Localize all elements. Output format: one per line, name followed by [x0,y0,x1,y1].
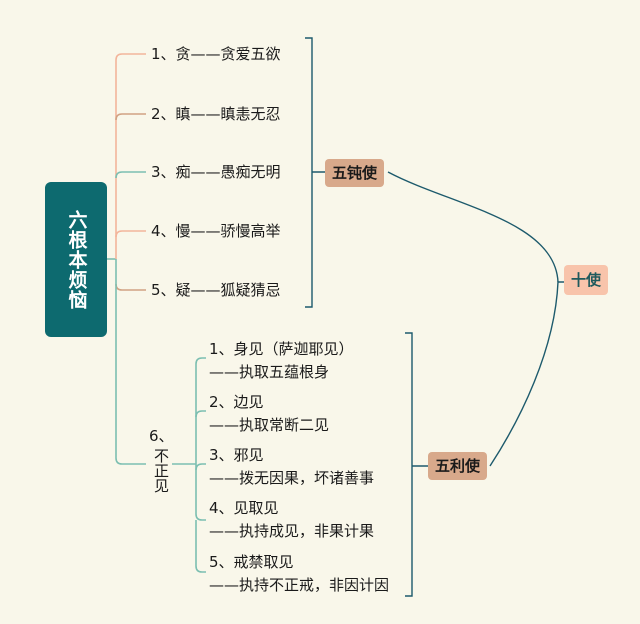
sub-branch-3 [195,463,206,471]
summary-label[interactable]: 十使 [564,265,609,295]
li-item-5[interactable]: 5、戒禁取见 ——执持不正戒，非因计因 [209,551,389,597]
li-item-5-desc: ——执持不正戒，非因计因 [209,576,390,594]
li-item-2[interactable]: 2、边见 ——执取常断二见 [209,391,329,437]
li-item-3[interactable]: 3、邪见 ——拨无因果，坏诸善事 [209,444,374,490]
sixth-node[interactable]: 6、 不正见 [149,425,174,493]
li-item-2-desc: ——执取常断二见 [209,416,330,434]
sub-branch-5 [195,520,206,573]
branch-5 [115,283,146,291]
li-item-1[interactable]: 1、身见（萨迦耶见） ——执取五蕴根身 [209,338,354,384]
branch-1 [115,53,146,259]
branch-6 [115,259,146,465]
li-item-5-title: 5、戒禁取见 [209,553,294,571]
dun-item-5[interactable]: 5、疑——狐疑猜忌 [151,281,281,299]
curve-dun-to-ten [387,171,559,283]
dun-item-2[interactable]: 2、瞋——瞋恚无忍 [151,105,281,123]
dun-group-label[interactable]: 五钝使 [325,159,385,187]
li-item-1-desc: ——执取五蕴根身 [209,363,330,381]
sub-branch-2 [195,410,206,418]
li-item-3-desc: ——拨无因果，坏诸善事 [209,469,375,487]
branch-2 [115,113,146,121]
branch-4 [115,230,146,238]
bracket-dun [305,37,325,308]
sixth-word: 不正见 [152,448,170,493]
li-item-4-desc: ——执持成见，非果计果 [209,522,375,540]
li-item-4-title: 4、见取见 [209,499,279,517]
sub-branch-4 [195,464,206,521]
li-group-label[interactable]: 五利使 [428,452,488,480]
li-item-1-title: 1、身见（萨迦耶见） [209,340,354,358]
sixth-number: 6、 [149,427,174,445]
bracket-li [405,332,428,597]
dun-item-4[interactable]: 4、慢——骄慢高举 [151,222,281,240]
li-item-3-title: 3、邪见 [209,446,264,464]
li-item-4[interactable]: 4、见取见 ——执持成见，非果计果 [209,497,374,543]
curve-li-to-ten [489,281,564,467]
dun-item-3[interactable]: 3、痴——愚痴无明 [151,163,281,181]
branch-3 [115,171,146,179]
dun-item-1[interactable]: 1、贪——贪爱五欲 [151,45,281,63]
sub-branch-1 [195,357,206,464]
li-item-2-title: 2、边见 [209,393,264,411]
root-node[interactable]: 六根本烦恼 [45,182,107,337]
